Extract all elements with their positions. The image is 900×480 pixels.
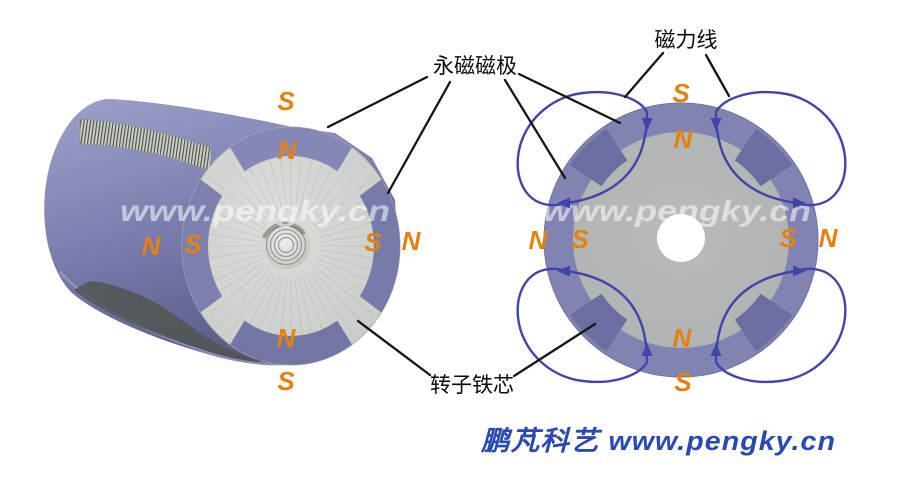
magnet-arc-bottom xyxy=(230,320,352,365)
callout-line-core-1 xyxy=(356,319,432,377)
callout-line-fieldline-2 xyxy=(704,53,731,98)
field-arrow-west-lower xyxy=(557,265,570,277)
magnet-wedge-ne xyxy=(734,128,793,187)
pole-label-s-left-2d: S xyxy=(571,224,589,254)
shaft xyxy=(261,221,310,269)
callouts: 永磁磁极 磁力线 转子铁芯 xyxy=(326,29,731,397)
pole-label-n-right: N xyxy=(402,226,422,256)
pole-label-s-bottom-2d: S xyxy=(674,367,692,397)
pole-label-s-top: S xyxy=(277,86,295,116)
field-loop-ne xyxy=(714,90,847,207)
callout-line-magnet-2 xyxy=(386,80,452,195)
magnet-arc-top xyxy=(230,127,352,172)
watermark-right: www.pengky.cn xyxy=(543,195,811,228)
pole-label-s-left: S xyxy=(184,229,202,259)
field-loop-se xyxy=(714,267,847,384)
field-arrow-east-lower xyxy=(793,265,806,277)
pole-label-s-top-2d: S xyxy=(672,78,690,108)
magnet-wedge-se xyxy=(734,293,793,352)
callout-line-core-2 xyxy=(512,322,597,378)
brand-text: 鹏芃科艺 www.pengky.cn xyxy=(480,426,836,456)
pole-label-n-top-2d: N xyxy=(674,124,694,154)
field-arrow-up-right xyxy=(710,343,722,356)
pole-label-s-right-2d: S xyxy=(779,223,797,253)
body-shadow-crescent xyxy=(74,281,264,362)
magnet-arc-right xyxy=(359,179,401,313)
face-radial-lines xyxy=(188,134,394,358)
callout-line-magnet-1 xyxy=(326,75,429,129)
field-arrow-down-left xyxy=(641,118,653,131)
field-loop-sw xyxy=(516,267,649,384)
callout-label-magnetic-field-lines: 磁力线 xyxy=(655,29,718,52)
callout-line-magnet-4 xyxy=(503,78,567,180)
pole-label-n-top: N xyxy=(278,135,298,165)
pole-label-s-bottom: S xyxy=(277,366,295,396)
callout-line-magnet-3 xyxy=(517,72,622,125)
magnet-wedge-nw xyxy=(569,128,628,187)
pole-label-n-right-2d: N xyxy=(819,223,839,253)
shaft-hole xyxy=(657,214,705,262)
field-loop-nw xyxy=(516,90,649,207)
callout-label-rotor-core: 转子铁芯 xyxy=(430,374,514,397)
field-arrow-up-left xyxy=(641,343,653,356)
field-line-loops xyxy=(516,90,847,384)
field-arrow-east-upper xyxy=(793,197,806,209)
watermark-left: www.pengky.cn xyxy=(120,195,390,228)
pole-label-n-left-2d: N xyxy=(529,225,549,255)
pole-label-n-bottom-2d: N xyxy=(673,323,693,353)
pole-label-s-right: S xyxy=(364,227,382,257)
pole-label-n-bottom: N xyxy=(277,323,297,353)
field-arrow-down-right xyxy=(710,118,722,131)
field-arrow-west-upper xyxy=(557,197,570,209)
callout-line-fieldline-1 xyxy=(623,51,665,99)
right-rotor-section-view: www.pengky.cn S N N S S N N S xyxy=(516,78,847,397)
magnet-arc-left xyxy=(181,179,223,313)
magnet-wedge-sw xyxy=(569,293,628,352)
callout-label-permanent-magnet-pole: 永磁磁极 xyxy=(433,55,517,78)
left-rotor-3d-view: www.pengky.cn S N N S S N N S xyxy=(44,86,422,396)
pole-label-n-left: N xyxy=(142,231,162,261)
